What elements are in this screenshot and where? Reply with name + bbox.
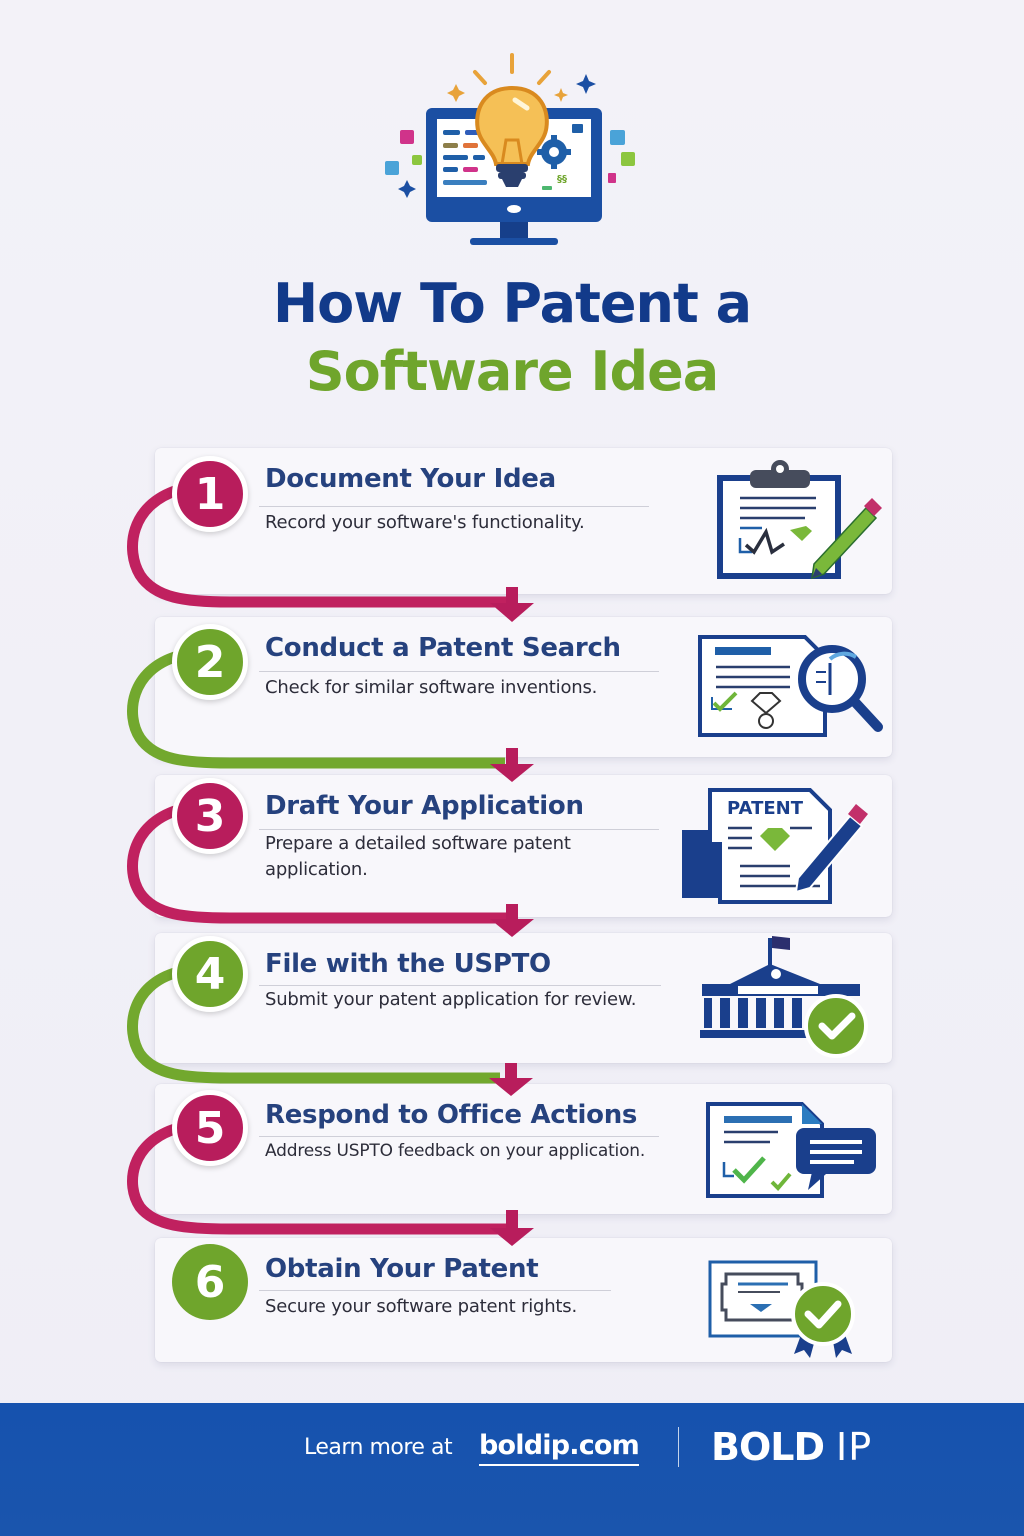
step-badge-5: 5 — [172, 1090, 248, 1166]
step-card-4: File with the USPTO Submit your patent a… — [155, 933, 892, 1063]
page-title-line1: How To Patent a — [272, 272, 752, 335]
step-description: Prepare a detailed software patent appli… — [265, 833, 571, 880]
footer-bar: Learn more at boldip.com BOLD IP — [0, 1403, 1024, 1536]
page-title-line2: Software Idea — [305, 340, 720, 403]
document-chat-bubble-icon — [706, 1102, 876, 1198]
step-badge-6: 6 — [172, 1244, 248, 1320]
clipboard-pencil-icon — [717, 460, 882, 580]
divider — [259, 1136, 659, 1137]
step-card-6: Obtain Your Patent Secure your software … — [155, 1238, 892, 1362]
step-description: Secure your software patent rights. — [265, 1296, 577, 1317]
svg-text:PATENT: PATENT — [727, 798, 804, 819]
brand-logo-bold: BOLD — [711, 1425, 825, 1469]
patent-document-pencil-icon: PATENT — [682, 788, 868, 904]
step-title: Conduct a Patent Search — [265, 633, 621, 663]
divider — [259, 1290, 611, 1291]
website-link[interactable]: boldip.com — [479, 1430, 640, 1466]
step-title: Obtain Your Patent — [265, 1254, 539, 1284]
step-badge-4: 4 — [172, 936, 248, 1012]
divider — [259, 985, 661, 986]
step-title: File with the USPTO — [265, 949, 551, 979]
step-description: Record your software's functionality. — [265, 512, 585, 533]
step-description: Check for similar software inventions. — [265, 677, 598, 698]
government-building-check-icon — [700, 936, 868, 1058]
step-title: Draft Your Application — [265, 791, 584, 821]
computer-lightbulb-idea-icon: §§ — [385, 53, 635, 245]
divider — [259, 829, 659, 830]
step-description: Submit your patent application for revie… — [265, 989, 637, 1010]
step-card-3: Draft Your Application Prepare a detaile… — [155, 775, 892, 917]
step-badge-1: 1 — [172, 456, 248, 532]
step-title: Respond to Office Actions — [265, 1100, 638, 1130]
step-card-5: Respond to Office Actions Address USPTO … — [155, 1084, 892, 1214]
footer-divider — [678, 1427, 679, 1467]
divider — [259, 671, 659, 672]
brand-logo-ip: IP — [836, 1425, 873, 1469]
step-badge-2: 2 — [172, 624, 248, 700]
certificate-award-icon — [708, 1260, 855, 1358]
step-title: Document Your Idea — [265, 464, 556, 494]
divider — [259, 506, 649, 507]
step-card-1: Document Your Idea Record your software'… — [155, 448, 892, 594]
footer-learn-more-text: Learn more at — [304, 1435, 453, 1460]
step-badge-3: 3 — [172, 778, 248, 854]
document-magnifier-icon — [698, 635, 883, 737]
step-card-2: Conduct a Patent Search Check for simila… — [155, 617, 892, 757]
svg-text:§§: §§ — [557, 174, 567, 185]
step-description: Address USPTO feedback on your applicati… — [265, 1141, 646, 1161]
